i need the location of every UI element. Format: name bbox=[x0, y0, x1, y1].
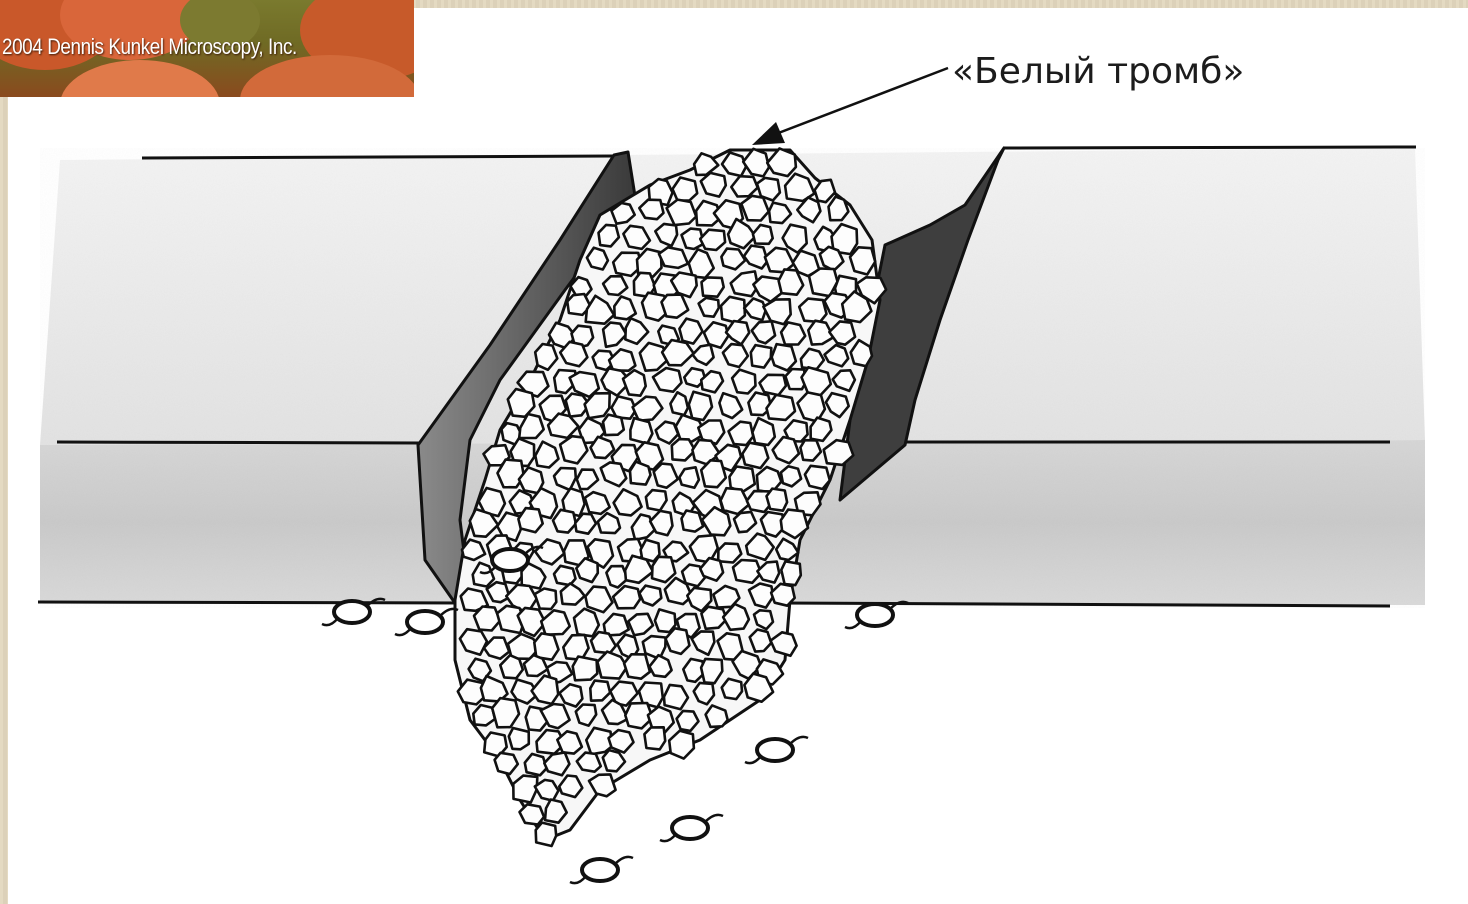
platelet-cell bbox=[805, 466, 830, 489]
wall-line-bottom bbox=[38, 602, 462, 603]
platelet-cell bbox=[655, 609, 676, 632]
platelet-cell bbox=[760, 375, 787, 395]
platelet-cell bbox=[741, 196, 768, 221]
platelet-cell bbox=[799, 299, 826, 322]
platelet-cell bbox=[772, 344, 796, 370]
platelet-cell bbox=[509, 728, 529, 749]
platelet-cell bbox=[525, 754, 547, 775]
loose-platelet bbox=[492, 549, 528, 571]
platelet-cell bbox=[585, 492, 610, 514]
wall-line-top bbox=[142, 156, 613, 158]
platelet-cell bbox=[742, 443, 768, 468]
platelet-cell bbox=[554, 566, 576, 585]
platelet-cell bbox=[682, 511, 704, 532]
platelet-cell bbox=[474, 607, 500, 631]
platelet-cell bbox=[518, 508, 542, 532]
micrograph-thumbnail: 2004 Dennis Kunkel Microscopy, Inc. bbox=[0, 0, 414, 97]
platelet-cell bbox=[630, 462, 651, 485]
platelet-cell bbox=[536, 823, 557, 846]
platelet-cell bbox=[721, 297, 745, 323]
platelet-cell bbox=[603, 415, 624, 436]
platelet-cell bbox=[573, 657, 598, 681]
platelet-cell bbox=[513, 776, 537, 803]
platelet-cell bbox=[535, 589, 557, 610]
loose-platelet bbox=[757, 739, 793, 761]
platelet-cell bbox=[587, 248, 608, 270]
platelet-cell bbox=[829, 197, 849, 221]
platelet-cell bbox=[781, 322, 805, 344]
annotation-arrow-line bbox=[768, 68, 948, 137]
platelet-cell bbox=[679, 467, 699, 488]
loose-platelet bbox=[582, 859, 618, 881]
loose-platelet bbox=[672, 817, 708, 839]
loose-platelet bbox=[857, 604, 893, 626]
wall-line-middle bbox=[57, 442, 420, 443]
platelet-cell bbox=[750, 630, 772, 652]
platelet-cell bbox=[702, 277, 724, 296]
platelet-cell bbox=[781, 561, 801, 585]
loose-platelet bbox=[407, 611, 443, 633]
wall-line-top-right bbox=[1003, 147, 1416, 148]
platelet-cell bbox=[624, 654, 650, 678]
platelet-cell bbox=[508, 389, 535, 417]
platelet-cell bbox=[520, 804, 545, 824]
platelet-cell bbox=[732, 370, 755, 394]
platelet-cell bbox=[767, 489, 788, 511]
platelet-cell bbox=[662, 295, 689, 318]
platelet-cell bbox=[639, 586, 661, 606]
platelet-cell bbox=[603, 276, 627, 295]
annotation-arrowhead bbox=[752, 122, 785, 145]
loose-platelet bbox=[334, 601, 370, 623]
image-credit: 2004 Dennis Kunkel Microscopy, Inc. bbox=[2, 34, 297, 60]
platelet-cell bbox=[722, 679, 742, 699]
platelet-cell bbox=[574, 609, 599, 637]
platelet-cell bbox=[630, 418, 652, 444]
platelet-cell bbox=[701, 460, 726, 487]
white-thrombus-label: «Белый тромб» bbox=[952, 51, 1244, 92]
platelet-cell bbox=[646, 490, 667, 510]
platelet-cell bbox=[659, 247, 688, 268]
platelet-cell bbox=[644, 727, 665, 749]
